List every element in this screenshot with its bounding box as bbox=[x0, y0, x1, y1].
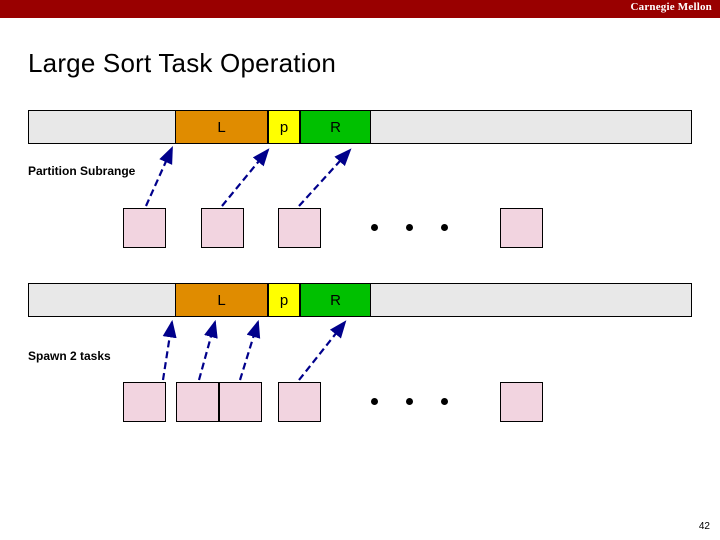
ellipsis-dot bbox=[441, 398, 448, 405]
task-box bbox=[278, 208, 321, 248]
ellipsis-dot bbox=[441, 224, 448, 231]
row-1-right-segment: R bbox=[300, 110, 371, 144]
ellipsis-dot bbox=[371, 398, 378, 405]
row-1-left-segment: L bbox=[175, 110, 268, 144]
page-title: Large Sort Task Operation bbox=[28, 48, 337, 78]
row-2-right-segment: R bbox=[300, 283, 371, 317]
task-box bbox=[500, 208, 543, 248]
partition-arrows bbox=[144, 145, 352, 207]
task-box bbox=[500, 382, 543, 422]
spawn-tasks-caption: Spawn 2 tasks bbox=[28, 349, 111, 363]
ellipsis-dot bbox=[371, 224, 378, 231]
task-box bbox=[201, 208, 244, 248]
ellipsis-dot bbox=[406, 398, 413, 405]
row-1-pivot-segment: p bbox=[268, 110, 300, 144]
task-box bbox=[176, 382, 219, 422]
task-box bbox=[123, 208, 166, 248]
spawn-arrows bbox=[161, 319, 347, 381]
task-box bbox=[278, 382, 321, 422]
brand-name: Carnegie Mellon bbox=[630, 1, 712, 13]
task-box bbox=[123, 382, 166, 422]
row-2-pivot-segment: p bbox=[268, 283, 300, 317]
brand-bar: Carnegie Mellon bbox=[0, 0, 720, 18]
row-2-left-segment: L bbox=[175, 283, 268, 317]
partition-subrange-caption: Partition Subrange bbox=[28, 164, 136, 178]
page-number: 42 bbox=[698, 521, 710, 532]
ellipsis-dot bbox=[406, 224, 413, 231]
task-box bbox=[219, 382, 262, 422]
